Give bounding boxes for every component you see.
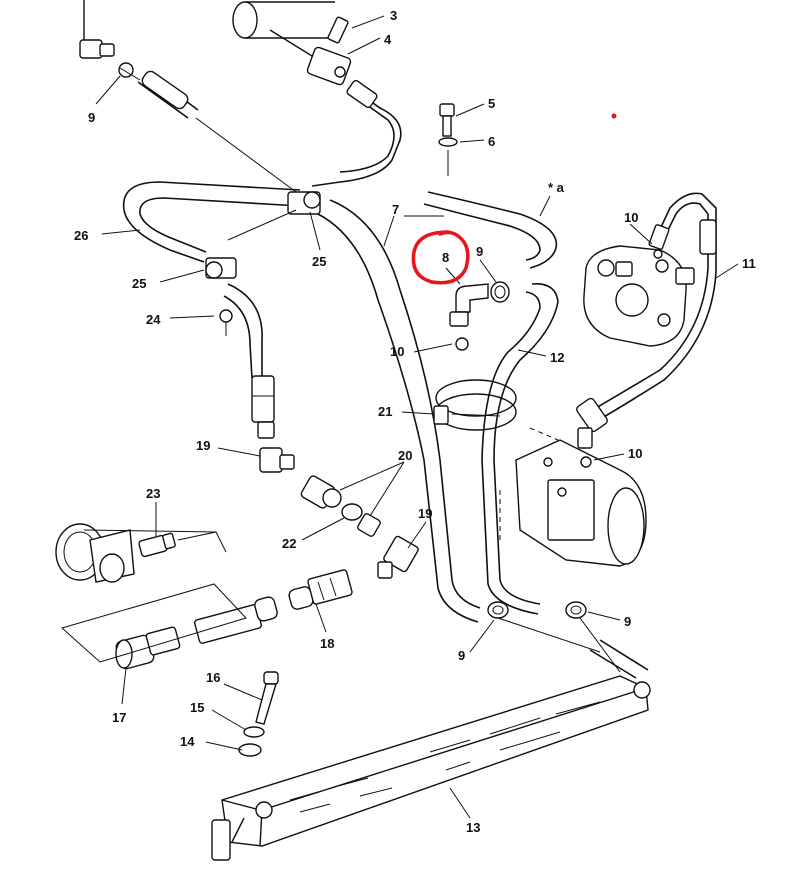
cylinder-top [232,1,335,57]
connector-23 [55,523,176,583]
callout-11: 11 [742,256,756,271]
callout-13: 13 [466,820,480,835]
callout-6: 6 [488,134,495,149]
callout-4: 4 [384,32,392,47]
callout-9-upper: 9 [476,244,483,259]
callout-9-lower-right: 9 [624,614,631,629]
callout-10-center: 10 [390,344,404,359]
callout-26: 26 [74,228,88,243]
red-dot [611,113,617,119]
elbow-fitting-8 [449,283,489,327]
callout-18: 18 [320,636,334,651]
callout-25-upper: 25 [312,254,326,269]
callout-19-left: 19 [196,438,210,453]
callout-14: 14 [180,734,195,749]
callout-23: 23 [146,486,160,501]
clamp-9-lower-right [565,601,587,619]
clamp-25-upper [287,191,321,215]
coupling-18 [288,569,353,610]
callout-17: 17 [112,710,126,725]
callout-25-lower: 25 [132,276,146,291]
clamp-25-lower [205,257,237,279]
callout-10-right: 10 [628,446,642,461]
callout-8: 8 [442,250,449,265]
callout-24: 24 [146,312,161,327]
callout-5: 5 [488,96,495,111]
highlight-circle [411,230,470,285]
elbow-fitting-top-left [79,0,141,81]
callout-21: 21 [378,404,392,419]
elbow-19-right [377,535,419,579]
pump-housing [583,245,695,347]
callout-15: 15 [190,700,204,715]
clamp-9-lower-left [487,601,509,619]
coupling-17 [115,626,181,670]
tee-fitting-4 [306,16,352,86]
callout-9-lower-left: 9 [458,648,465,663]
callout-3: 3 [390,8,397,23]
clamp-9-upper [490,281,510,303]
oil-cooler-13 [211,639,651,861]
callout-star-a: * a [548,180,565,195]
callout-22: 22 [282,536,296,551]
callout-9-left: 9 [88,110,95,125]
fitting-22 [300,475,342,509]
callout-20: 20 [398,448,412,463]
callout-10-pump: 10 [624,210,638,225]
callout-labels: 3 4 5 6 7 8 9 9 9 9 10 10 10 11 12 13 14… [74,8,756,835]
callout-19-right: 19 [418,506,432,521]
bolt-16 [255,671,279,725]
leader-lines [95,15,739,819]
bolt-5 [438,103,458,147]
callout-16: 16 [206,670,220,685]
elbow-19-left [259,447,295,473]
motor-body [499,427,647,567]
strap-clamp-21 [433,379,517,431]
coupling-middle [193,596,278,644]
callout-12: 12 [550,350,564,365]
callout-7: 7 [392,202,399,217]
